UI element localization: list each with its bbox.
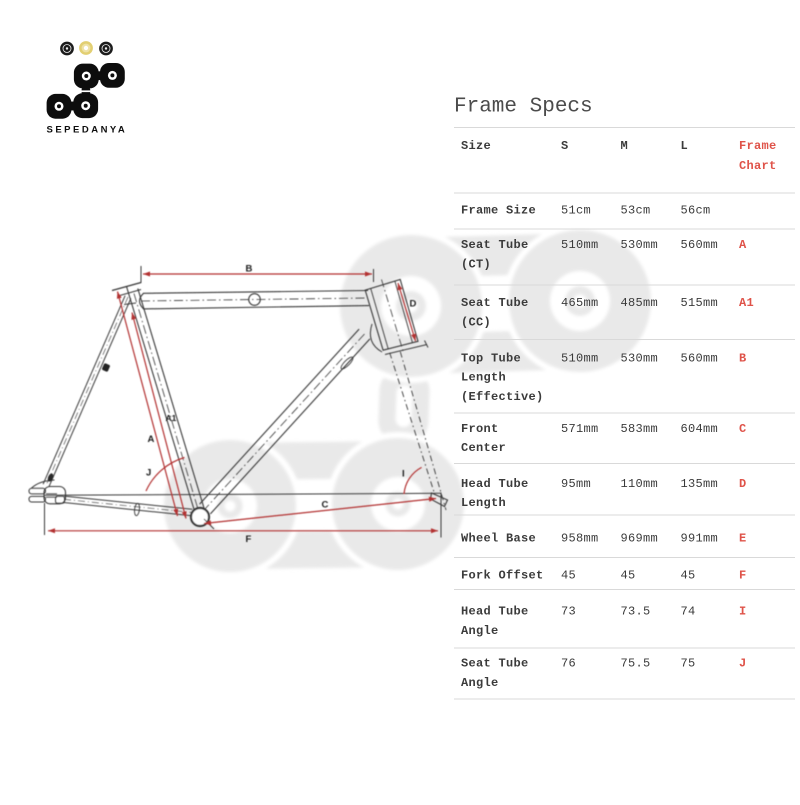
svg-text:(CC): (CC)	[461, 315, 491, 329]
svg-text:S: S	[561, 139, 569, 153]
svg-text:530mm: 530mm	[621, 351, 659, 365]
svg-text:56cm: 56cm	[681, 203, 711, 217]
svg-text:530mm: 530mm	[621, 238, 659, 252]
svg-text:571mm: 571mm	[561, 422, 599, 436]
svg-text:C: C	[739, 422, 747, 436]
svg-text:A: A	[739, 238, 747, 252]
svg-text:Head Tube: Head Tube	[461, 605, 529, 619]
svg-text:A1: A1	[166, 413, 177, 423]
svg-text:J: J	[739, 657, 747, 671]
svg-text:Length: Length	[461, 371, 506, 385]
svg-text:B: B	[739, 351, 747, 365]
svg-text:95mm: 95mm	[561, 477, 591, 491]
svg-text:Seat Tube: Seat Tube	[461, 238, 529, 252]
svg-text:45: 45	[621, 568, 636, 582]
svg-text:991mm: 991mm	[681, 531, 719, 545]
svg-text:75.5: 75.5	[621, 657, 651, 671]
svg-text:Frame Size: Frame Size	[461, 203, 536, 217]
svg-text:Center: Center	[461, 441, 506, 455]
svg-text:J: J	[146, 468, 151, 479]
svg-text:E: E	[739, 531, 747, 545]
svg-text:L: L	[681, 139, 689, 153]
svg-text:D: D	[739, 477, 747, 491]
svg-text:Front: Front	[461, 422, 499, 436]
svg-text:C: C	[322, 500, 329, 511]
svg-text:SEPEDANYA: SEPEDANYA	[47, 124, 128, 135]
svg-text:Frame Specs: Frame Specs	[454, 96, 593, 119]
svg-text:Angle: Angle	[461, 676, 499, 690]
svg-text:Size: Size	[461, 139, 491, 153]
svg-text:I: I	[739, 605, 747, 619]
svg-text:A1: A1	[739, 296, 754, 310]
svg-text:M: M	[621, 139, 629, 153]
svg-text:583mm: 583mm	[621, 422, 659, 436]
svg-text:73: 73	[561, 605, 576, 619]
svg-text:135mm: 135mm	[681, 477, 719, 491]
svg-text:510mm: 510mm	[561, 351, 599, 365]
svg-text:53cm: 53cm	[621, 203, 651, 217]
svg-text:75: 75	[681, 657, 696, 671]
svg-text:515mm: 515mm	[681, 296, 719, 310]
svg-text:45: 45	[561, 568, 576, 582]
svg-text:560mm: 560mm	[681, 238, 719, 252]
svg-text:I: I	[402, 469, 405, 480]
svg-text:604mm: 604mm	[681, 422, 719, 436]
svg-text:Length: Length	[461, 496, 506, 510]
svg-text:560mm: 560mm	[681, 351, 719, 365]
svg-text:74: 74	[681, 605, 696, 619]
svg-text:F: F	[739, 568, 747, 582]
svg-text:969mm: 969mm	[621, 531, 659, 545]
svg-text:Chart: Chart	[739, 159, 777, 173]
svg-text:45: 45	[681, 568, 696, 582]
svg-text:F: F	[246, 534, 252, 545]
svg-text:Top Tube: Top Tube	[461, 351, 521, 365]
svg-text:76: 76	[561, 657, 576, 671]
svg-text:Seat Tube: Seat Tube	[461, 657, 529, 671]
svg-text:110mm: 110mm	[621, 477, 659, 491]
svg-text:510mm: 510mm	[561, 238, 599, 252]
svg-text:B: B	[246, 264, 253, 275]
svg-text:(Effective): (Effective)	[461, 390, 544, 404]
svg-text:Frame: Frame	[739, 139, 777, 153]
svg-text:A: A	[148, 434, 155, 445]
svg-text:Seat Tube: Seat Tube	[461, 296, 529, 310]
svg-text:485mm: 485mm	[621, 296, 659, 310]
svg-text:51cm: 51cm	[561, 203, 591, 217]
svg-text:Angle: Angle	[461, 624, 499, 638]
svg-text:958mm: 958mm	[561, 531, 599, 545]
svg-text:Head Tube: Head Tube	[461, 477, 529, 491]
svg-text:Fork Offset: Fork Offset	[461, 568, 544, 582]
svg-text:465mm: 465mm	[561, 296, 599, 310]
svg-text:(CT): (CT)	[461, 258, 491, 272]
svg-text:73.5: 73.5	[621, 605, 651, 619]
svg-text:Wheel Base: Wheel Base	[461, 531, 536, 545]
svg-text:D: D	[410, 299, 417, 310]
